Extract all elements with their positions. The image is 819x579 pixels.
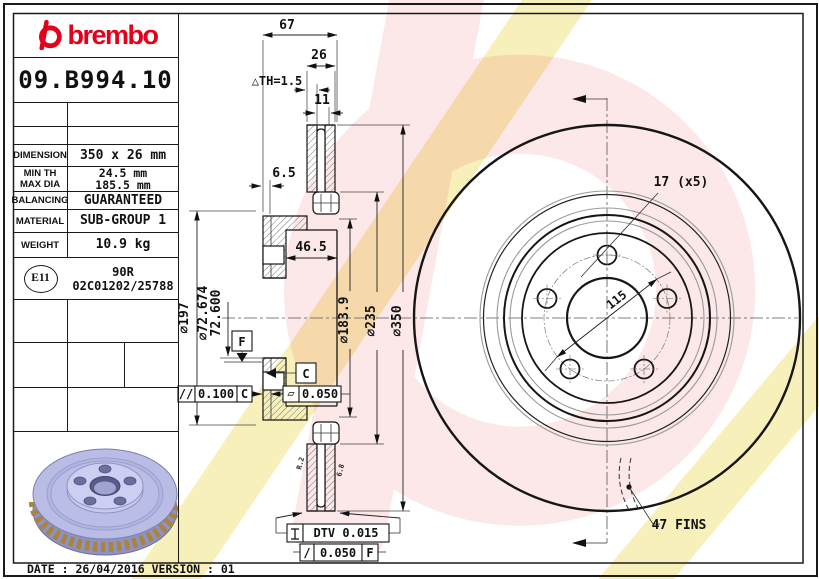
parallelism-symbol: // <box>179 387 193 401</box>
spec-label: DIMENSION <box>13 145 68 166</box>
spec-value: 350 x 26 mm <box>79 147 167 163</box>
dim-6-5: 6.5 <box>272 166 295 181</box>
approval-value: 90R <box>112 264 134 279</box>
spec-value: 24.5 mm <box>98 165 148 180</box>
dim-thickness-variation: △TH=1.5 <box>252 74 303 88</box>
dim-band-width: 26 <box>311 48 327 63</box>
band-inner-circle <box>482 193 732 443</box>
e-mark-badge: E11 <box>23 264 58 293</box>
hub-step-circle <box>521 232 693 404</box>
brand-wordmark: brembo <box>67 19 159 50</box>
vent-slot <box>316 444 326 508</box>
fcf-dtv: DTV 0.015 <box>275 511 401 543</box>
flange-circle <box>503 214 711 422</box>
empty-row <box>13 103 178 127</box>
dia-outer: ⌀350 <box>390 305 405 336</box>
band-plate <box>324 124 336 193</box>
front-view: 17 (x5) 115 47 FINS <box>412 95 802 547</box>
spec-label: BALANCING <box>12 192 69 209</box>
view-direction-arrow-bottom <box>572 539 607 547</box>
spec-value: GUARANTEED <box>83 192 163 208</box>
dtv-symbol-icon <box>291 528 299 540</box>
section-dimensions: 67 26 △TH=1.5 11 6.5 46.5 <box>177 18 410 512</box>
datum-f-label: F <box>238 335 245 349</box>
footer-text: DATE : 26/04/2016 VERSION : 01 <box>27 562 235 576</box>
dia-bore-min: 72.600 <box>209 289 224 336</box>
datum-f: F <box>224 330 262 363</box>
fins-callout: 47 FINS <box>618 457 707 533</box>
spec-row-weight: WEIGHT 10.9 kg <box>13 233 178 258</box>
fcf-parallelism: // 0.100 C <box>177 385 263 403</box>
dia-vent: ⌀235 <box>364 305 379 336</box>
spec-row-dimension: DIMENSION 350 x 26 mm <box>13 145 178 167</box>
fin-profile <box>312 191 340 215</box>
spec-label: WEIGHT <box>13 233 68 257</box>
fcf-runout: / 0.050 F <box>293 543 386 562</box>
drawing-frame <box>12 12 804 564</box>
approval-value: 02C01202/25788 <box>72 278 174 293</box>
spec-row-material: MATERIAL SUB-GROUP 1 <box>13 210 178 233</box>
datum-c-label: C <box>302 367 309 381</box>
flatness-symbol: ▱ <box>287 386 295 400</box>
dia-inner: ⌀183.9 <box>337 297 352 344</box>
dim-46-5: 46.5 <box>295 240 326 255</box>
dim-total-width: 67 <box>279 18 295 33</box>
radius-note: R.2 <box>295 456 306 470</box>
bolt-hole-section <box>262 245 285 265</box>
pitch-circle-dim: 115 <box>604 288 630 312</box>
brake-disc-image <box>29 448 178 556</box>
spec-label: MAX DIA <box>19 179 61 190</box>
flange-step-circle <box>509 220 705 416</box>
outer-diameter-circle <box>412 123 802 513</box>
runout-symbol: / <box>303 546 310 560</box>
spec-value: SUB-GROUP 1 <box>79 213 167 228</box>
spec-label: MIN TH <box>23 168 57 179</box>
runout-datum: F <box>366 546 373 560</box>
brembo-logo-icon <box>39 20 63 50</box>
spec-row-approval: E11 90R 02C01202/25788 <box>13 258 178 300</box>
bolt-hole-callout: 17 (x5) <box>654 175 709 190</box>
title-block: brembo 09.B994.10 DIMENSION 350 x 26 mm … <box>12 13 179 563</box>
bolt-hole-leader <box>580 192 659 278</box>
parallelism-value: 0.100 <box>198 387 234 401</box>
spec-row-balancing: BALANCING GUARANTEED <box>12 192 178 210</box>
parallelism-datum: C <box>241 387 248 401</box>
empty-row <box>13 343 178 388</box>
band-plate <box>324 443 336 512</box>
band-inner-circle <box>479 190 735 446</box>
spec-value: 185.5 mm <box>95 178 151 192</box>
dtv-value: DTV 0.015 <box>313 526 378 540</box>
bolt-holes <box>533 241 681 383</box>
runout-value: 0.050 <box>320 546 356 560</box>
disc-3d-render <box>13 432 178 563</box>
fin-profile <box>312 421 340 445</box>
fcf-flatness: ▱ 0.050 <box>270 385 350 403</box>
empty-row <box>13 127 178 145</box>
spec-label: MATERIAL <box>13 210 68 232</box>
fins-label: 47 FINS <box>652 518 707 533</box>
vent-slot <box>316 128 326 192</box>
footer-bar: DATE : 26/04/2016 VERSION : 01 <box>3 563 816 576</box>
brand-row: brembo <box>13 13 178 58</box>
hat-outer-circle <box>496 207 718 429</box>
view-direction-arrow-top <box>572 95 607 103</box>
spec-value: 10.9 kg <box>95 237 151 252</box>
cross-section-view: R.2 6.8 <box>222 124 798 512</box>
empty-row <box>13 388 178 432</box>
band-plate <box>306 124 318 193</box>
part-number: 09.B994.10 <box>13 58 178 103</box>
dia-bore-max: ⌀72.674 <box>196 285 211 340</box>
band-plate <box>306 443 318 512</box>
sheet-border <box>3 3 818 577</box>
empty-row <box>13 300 178 343</box>
datum-c: C <box>266 362 317 384</box>
dim-11: 11 <box>314 93 330 108</box>
flatness-value: 0.050 <box>302 387 338 401</box>
radius-note: 6.8 <box>335 463 346 477</box>
dia-hat: ⌀197 <box>177 302 192 333</box>
spec-row-min-max: MIN TH MAX DIA 24.5 mm 185.5 mm <box>13 165 178 192</box>
